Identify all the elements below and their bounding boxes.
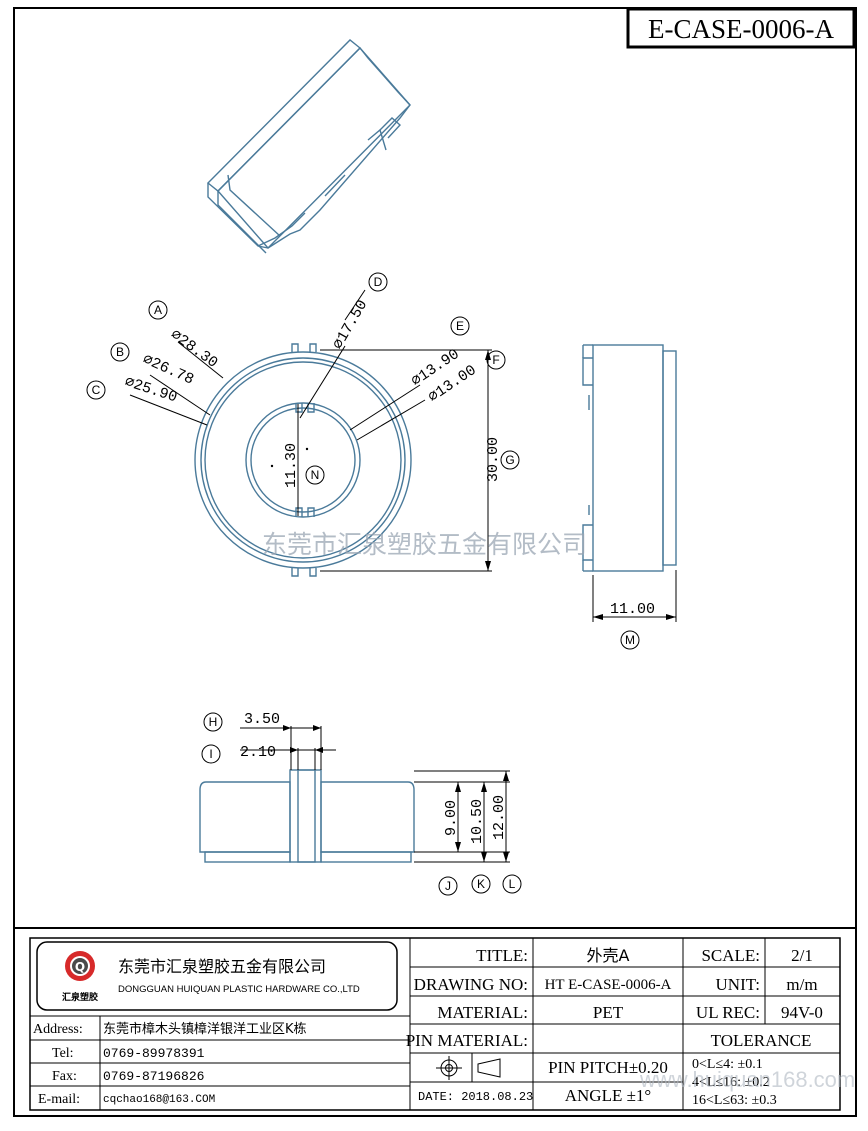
outer-ring	[194, 351, 412, 569]
svg-text:D: D	[374, 275, 383, 289]
svg-text:汇泉塑胶: 汇泉塑胶	[62, 991, 98, 1003]
svg-text:J: J	[445, 879, 451, 893]
callout-b: B	[110, 342, 130, 362]
svg-text:L: L	[509, 877, 516, 891]
svg-text:B: B	[116, 345, 124, 359]
title-block: Q 汇泉塑胶 东莞市汇泉塑胶五金有限公司 DONGGUAN HUIQUAN PL…	[14, 927, 856, 1111]
dim-width: 11.00	[610, 601, 655, 618]
callout-i: I	[201, 744, 221, 764]
scale-value: 2/1	[791, 946, 813, 965]
pin-material-label: PIN MATERIAL:	[406, 1031, 528, 1050]
svg-text:Q: Q	[75, 960, 85, 974]
unit-value: m/m	[786, 975, 817, 994]
tel-value: 0769-89978391	[103, 1046, 205, 1061]
callout-f: F	[486, 350, 506, 370]
dim-slot-inner: 2.10	[240, 744, 276, 761]
callout-l: L	[502, 874, 522, 894]
watermark: 东莞市汇泉塑胶五金有限公司	[262, 530, 587, 559]
callout-e: E	[450, 316, 470, 336]
callout-m: M	[620, 630, 640, 650]
fax-label: Fax:	[52, 1069, 77, 1084]
address-label: Address:	[33, 1022, 83, 1037]
tel-label: Tel:	[52, 1046, 74, 1061]
callout-j: J	[438, 876, 458, 896]
ul-value: 94V-0	[781, 1003, 823, 1022]
email-value: cqchao168@163.COM	[103, 1094, 215, 1106]
svg-text:K: K	[477, 877, 485, 891]
company-name-en: DONGGUAN HUIQUAN PLASTIC HARDWARE CO.,LT…	[118, 984, 360, 995]
drawing-id: E-CASE-0006-A	[648, 14, 834, 44]
svg-text:A: A	[154, 303, 162, 317]
callout-h: H	[203, 712, 223, 732]
tolerance-row-1: 0<L≤4: ±0.1	[692, 1057, 763, 1072]
core-ring-inner	[250, 407, 356, 513]
angle-tolerance: ANGLE ±1°	[565, 1086, 651, 1105]
dim-height: 30.00	[485, 437, 502, 482]
callout-d: D	[368, 272, 388, 292]
inner-edge-ring	[204, 361, 402, 559]
dim-h2: 10.50	[469, 799, 486, 844]
title-value: 外壳A	[587, 946, 630, 965]
scale-label: SCALE:	[701, 946, 760, 965]
svg-text:C: C	[92, 383, 101, 397]
tolerance-row-2: 4<L≤16: ±0.2	[692, 1075, 770, 1090]
tolerance-row-3: 16<L≤63: ±0.3	[692, 1093, 777, 1108]
side-view: 11.00 M	[582, 344, 677, 650]
core-ring-outer	[245, 402, 361, 518]
date-value: DATE: 2018.08.23	[418, 1090, 533, 1104]
ul-label: UL REC:	[696, 1003, 760, 1022]
callout-n: N	[305, 465, 325, 485]
callout-c: C	[86, 380, 106, 400]
company-logo: Q 汇泉塑胶	[62, 951, 98, 1003]
address-value: 东莞市樟木头镇樟洋银洋工业区K栋	[103, 1021, 307, 1037]
email-label: E-mail:	[38, 1092, 80, 1107]
dim-slot-outer: 3.50	[244, 711, 280, 728]
svg-text:H: H	[209, 715, 218, 729]
svg-text:E: E	[456, 319, 464, 333]
projection-symbol-icon	[436, 1056, 501, 1080]
isometric-view	[206, 39, 411, 254]
svg-text:N: N	[311, 468, 320, 482]
dim-h3: 12.00	[491, 795, 508, 840]
callout-g: G	[500, 450, 520, 470]
company-name-cn: 东莞市汇泉塑胶五金有限公司	[118, 957, 326, 976]
watermark-url: www.huiquan168.com	[639, 1067, 855, 1092]
material-value: PET	[593, 1003, 624, 1022]
sheet-border	[13, 7, 857, 1117]
svg-text:F: F	[492, 353, 499, 367]
svg-text:I: I	[209, 747, 212, 761]
unit-label: UNIT:	[716, 975, 760, 994]
drawing-no-value: HT E-CASE-0006-A	[545, 977, 672, 993]
dim-h1: 9.00	[443, 800, 460, 836]
tolerance-label: TOLERANCE	[711, 1031, 812, 1050]
drawing-no-label: DRAWING NO:	[414, 975, 528, 994]
dim-d: ⌀17.50	[330, 297, 372, 352]
callout-a: A	[148, 300, 168, 320]
mid-ring	[200, 357, 406, 563]
fax-value: 0769-87196826	[103, 1069, 204, 1084]
dim-inner: 11.30	[283, 443, 300, 488]
title-label: TITLE:	[476, 946, 528, 965]
company-box	[36, 941, 398, 1011]
bottom-view: 3.50 2.10 9.00 10.50 12.00 H I J K L	[199, 711, 522, 896]
pin-pitch: PIN PITCH±0.20	[548, 1058, 668, 1077]
svg-text:G: G	[505, 453, 514, 467]
svg-text:M: M	[625, 633, 635, 647]
callout-k: K	[471, 874, 491, 894]
material-label: MATERIAL:	[437, 1003, 528, 1022]
drawing-id-box	[626, 7, 856, 49]
